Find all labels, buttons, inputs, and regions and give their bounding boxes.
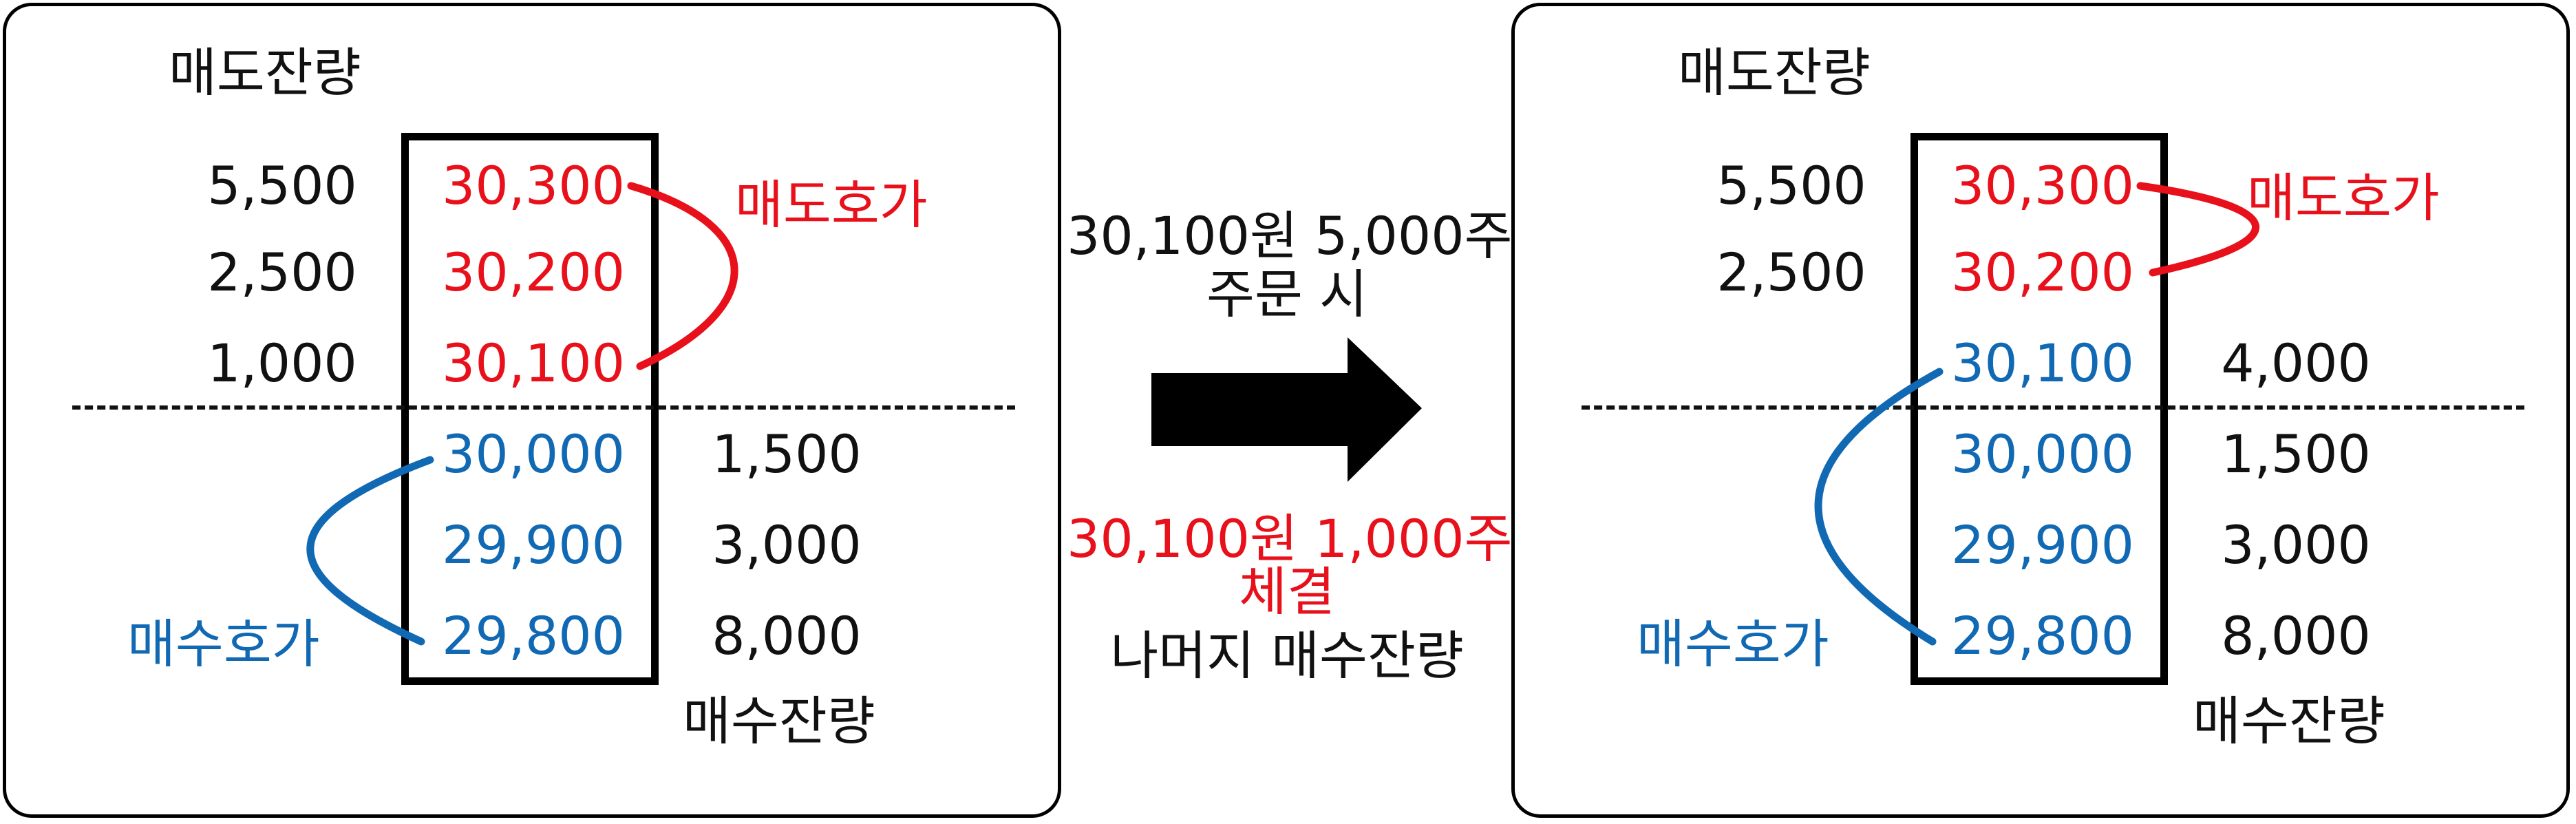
buy-quantity-before: 1,500	[712, 423, 862, 485]
ask-price-after: 30,300	[1951, 155, 2134, 216]
order-line-2: 주문 시	[1206, 264, 1367, 325]
ask-price-after: 30,200	[1951, 242, 2134, 303]
bid-price-after: 30,100	[1951, 332, 2134, 394]
ask-price-before: 30,100	[442, 332, 625, 394]
bid-bracket-curve-after	[1814, 368, 1944, 646]
ask-bid-divider-before	[72, 405, 1015, 410]
bid-price-after: 30,000	[1951, 423, 2134, 485]
sell-quantity-before: 2,500	[207, 242, 357, 303]
order-line-1: 30,100원 5,000주	[1067, 205, 1513, 266]
ask-bid-divider-after	[1582, 405, 2524, 410]
bid-price-before: 29,900	[442, 514, 625, 575]
buy-quantity-after: 3,000	[2221, 514, 2371, 575]
result-line-1: 30,100원 1,000주	[1067, 508, 1513, 569]
sell-quantity-after: 5,500	[1716, 155, 1866, 216]
bid-price-before: 29,800	[442, 605, 625, 666]
ask-bracket-curve-before	[627, 182, 738, 370]
buy-quantity-after: 1,500	[2221, 423, 2371, 485]
buy-remain-label-after: 매수잔량	[2193, 690, 2385, 752]
ask-bracket-curve-after	[2136, 182, 2259, 277]
sell-quantity-after: 2,500	[1716, 242, 1866, 303]
sell-remain-label-before: 매도잔량	[169, 42, 361, 103]
buy-quantity-before: 3,000	[712, 514, 862, 575]
ask-label-after: 매도호가	[2247, 167, 2440, 229]
ask-price-before: 30,300	[442, 155, 625, 216]
bid-price-after: 29,800	[1951, 605, 2134, 666]
bid-label-before: 매수호가	[127, 613, 320, 675]
ask-price-before: 30,200	[442, 242, 625, 303]
buy-quantity-after: 8,000	[2221, 605, 2371, 666]
sell-quantity-before: 1,000	[207, 332, 357, 394]
bid-price-before: 30,000	[442, 423, 625, 485]
result-line-2: 체결	[1239, 561, 1335, 622]
bid-bracket-curve-before	[306, 456, 434, 646]
buy-remain-label-before: 매수잔량	[683, 690, 875, 752]
buy-quantity-after: 4,000	[2221, 332, 2371, 394]
bid-price-after: 29,900	[1951, 514, 2134, 575]
sell-remain-label-after: 매도잔량	[1678, 42, 1871, 103]
right-arrow-icon	[1151, 337, 1422, 482]
bid-label-after: 매수호가	[1637, 613, 1829, 675]
ask-label-before: 매도호가	[735, 174, 928, 235]
buy-quantity-before: 8,000	[712, 605, 862, 666]
result-line-3: 나머지 매수잔량	[1110, 625, 1464, 686]
sell-quantity-before: 5,500	[207, 155, 357, 216]
